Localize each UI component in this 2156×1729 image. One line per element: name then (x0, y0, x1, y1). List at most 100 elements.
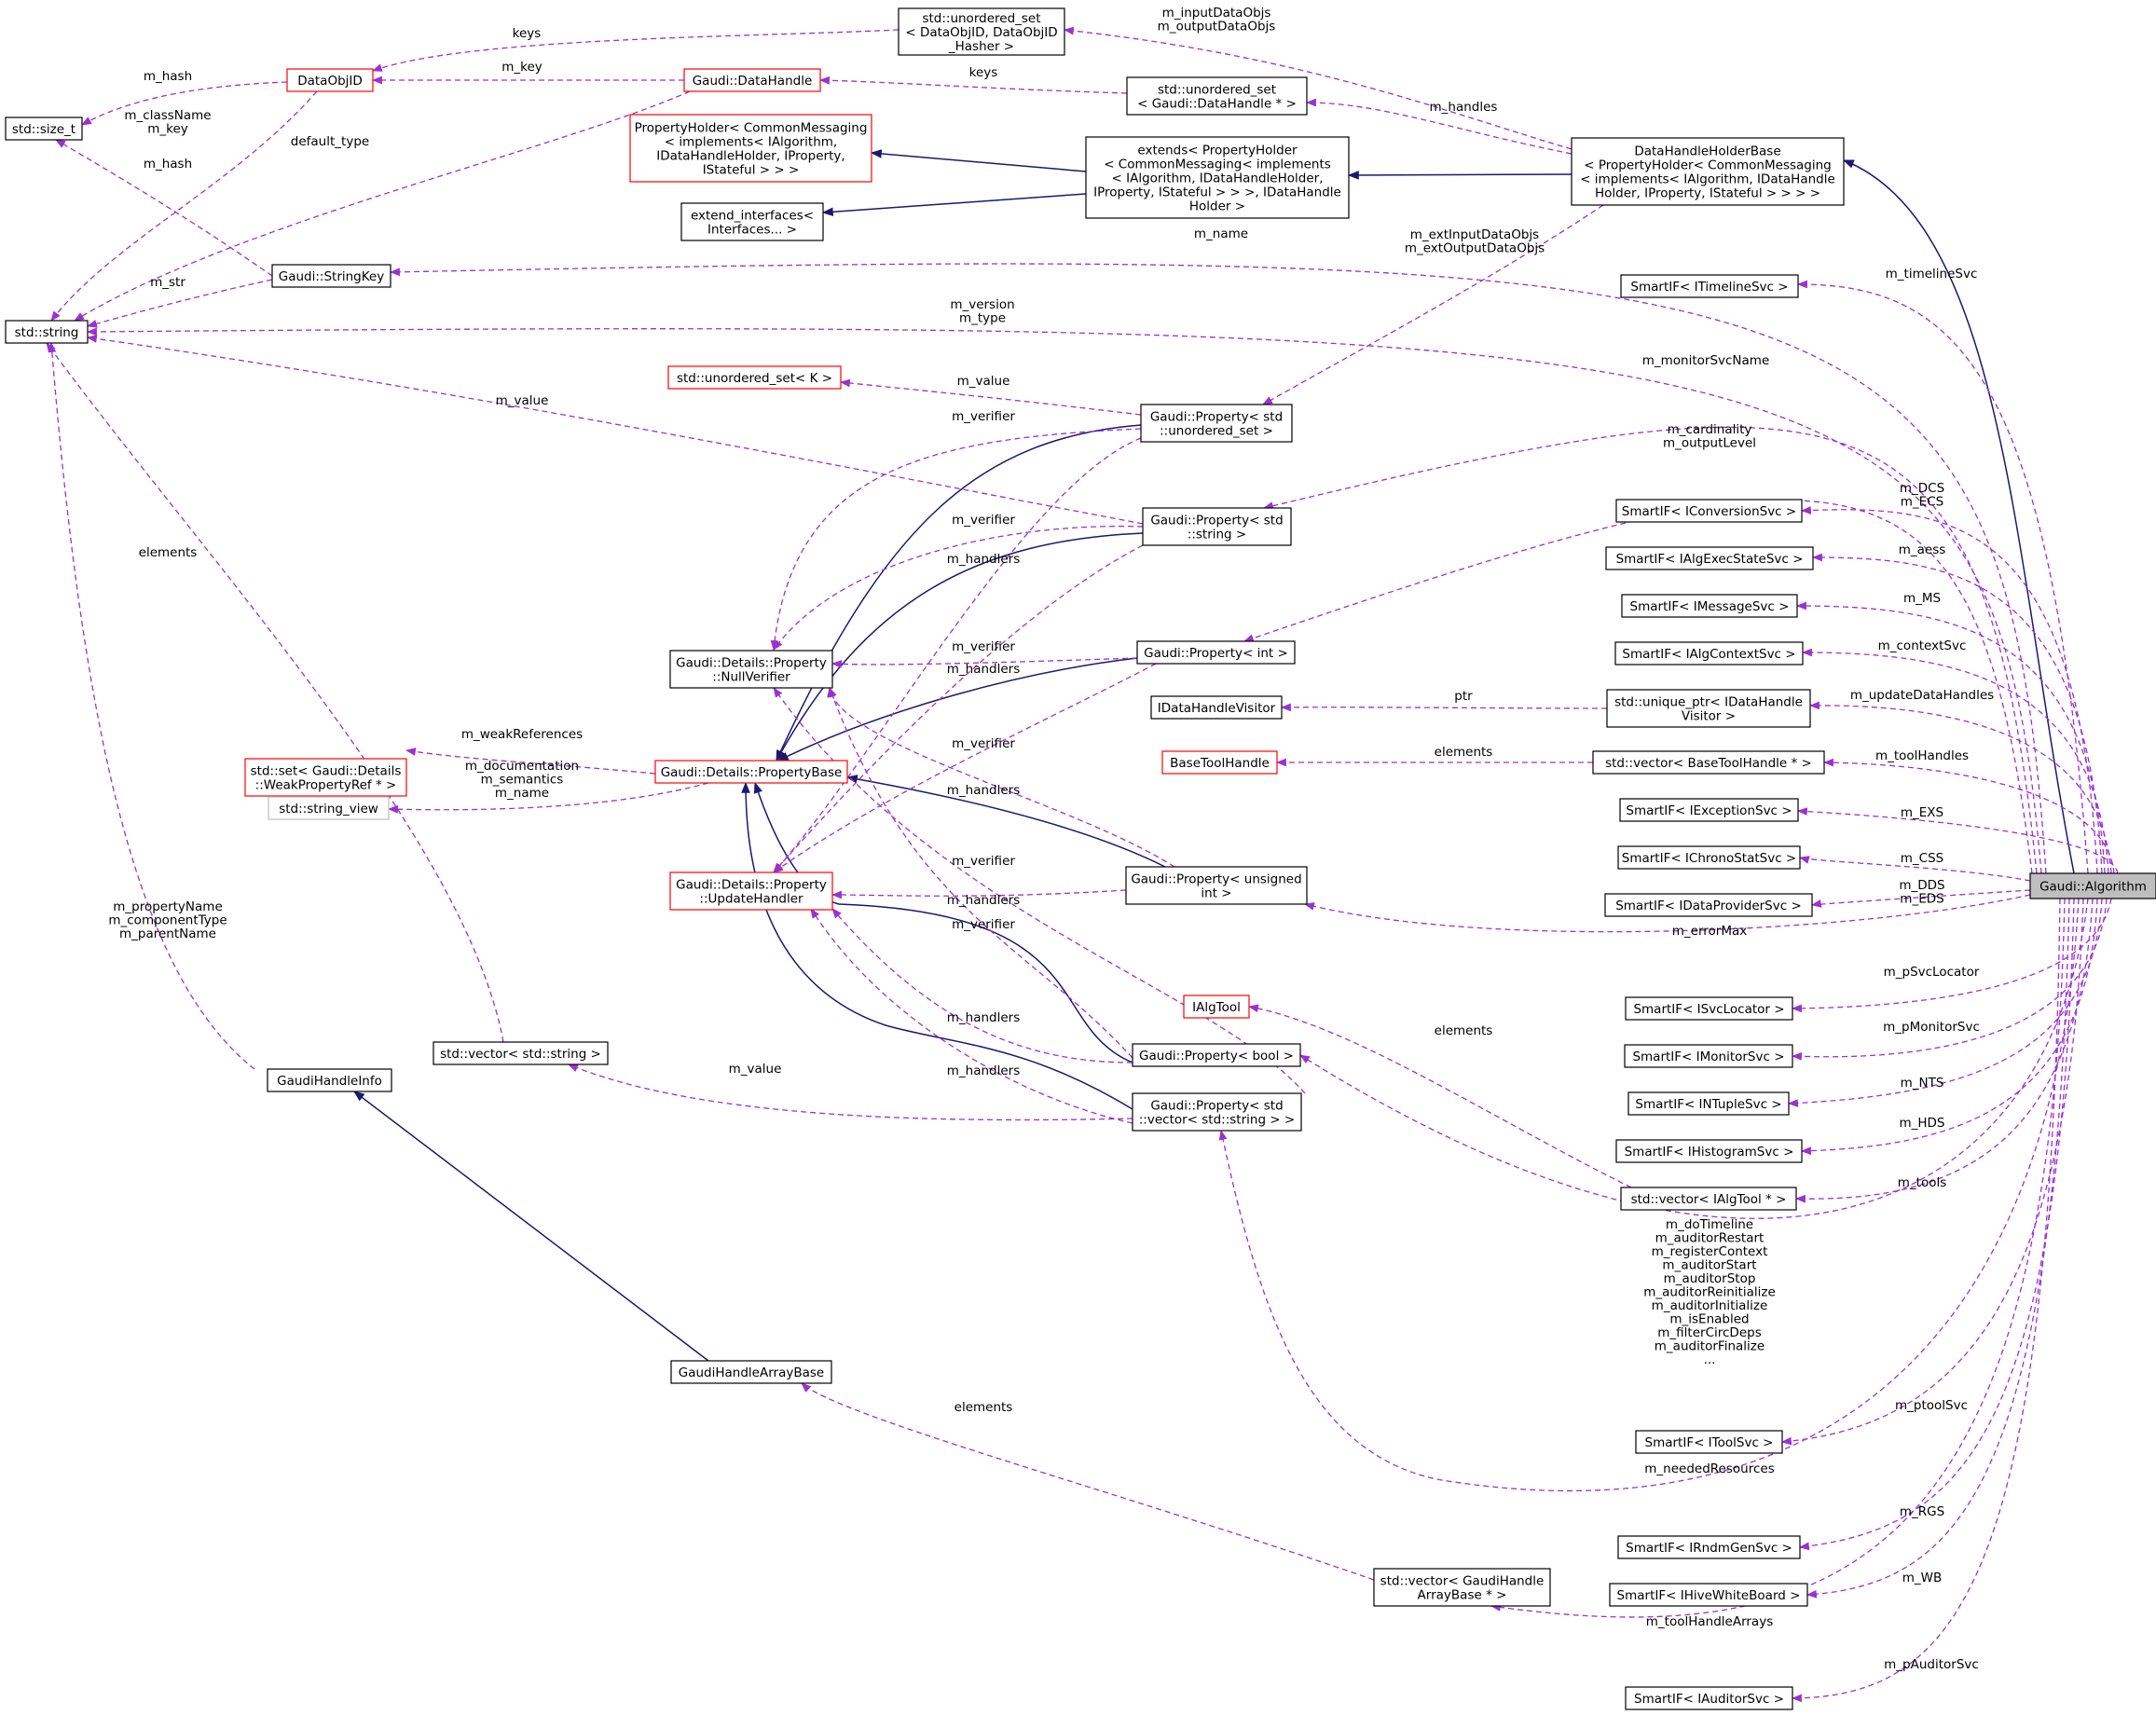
edge-label-toolhandlearrays: m_toolHandleArrays (1646, 1614, 1773, 1629)
node-box (667, 365, 842, 390)
class-node-prop-string[interactable]: Gaudi::Property< std::string > (1142, 507, 1292, 546)
class-node-si-timeline[interactable]: SmartIF< ITimelineSvc > (1620, 274, 1799, 298)
class-node-basetoolhandle[interactable]: BaseToolHandle (1161, 750, 1278, 775)
class-node-set-weak[interactable]: std::set< Gaudi::Details::WeakPropertyRe… (244, 758, 407, 797)
edge-label-documentation: m_documentation (465, 759, 579, 774)
node-label: std::unique_ptr< IDataHandle (1614, 695, 1803, 710)
class-node-si-chrono[interactable]: SmartIF< IChronoStatSvc > (1617, 845, 1801, 870)
node-label: Gaudi::Property< std (1150, 1099, 1283, 1114)
class-node-vec-ghab[interactable]: std::vector< GaudiHandleArrayBase * > (1373, 1568, 1551, 1607)
node-box (1635, 1430, 1783, 1454)
class-node-dataobjid[interactable]: DataObjID (286, 68, 374, 92)
node-label: int > (1201, 886, 1231, 901)
edge-label-exs: m_EXS (1901, 805, 1943, 820)
node-box (654, 760, 848, 784)
class-node-dhhb[interactable]: DataHandleHolderBase< PropertyHolder< Co… (1571, 137, 1845, 206)
node-label: < PropertyHolder< CommonMessaging (1584, 158, 1831, 173)
node-label: IProperty, IStateful > > >, IDataHandle (1093, 185, 1341, 200)
usage-edge (1299, 898, 2089, 1219)
edge-label-ptoolsvc: m_ptoolSvc (1895, 1398, 1968, 1413)
class-node-string[interactable]: std::string (5, 320, 89, 344)
edge-label-mhandles-dh: m_handles (1430, 100, 1498, 115)
node-label: Holder > (1189, 199, 1245, 214)
class-node-si-ntuple[interactable]: SmartIF< INTupleSvc > (1627, 1091, 1790, 1116)
nodes-layer: Gaudi::Algorithm DataHandleHolderBase< Pr… (5, 7, 2156, 1710)
edge-label-elements-str: elements (139, 545, 198, 560)
class-node-prop-bool[interactable]: Gaudi::Property< bool > (1132, 1043, 1301, 1067)
node-box (433, 1041, 609, 1065)
class-node-extend-interfaces[interactable]: extend_interfaces<Interfaces... > (680, 202, 824, 241)
class-node-gaudihandleinfo[interactable]: GaudiHandleInfo (267, 1068, 392, 1092)
class-node-si-exception[interactable]: SmartIF< IExceptionSvc > (1619, 798, 1799, 822)
node-label: SmartIF< IHistogramSvc > (1625, 1145, 1794, 1160)
node-label: ::vector< std::string > > (1139, 1113, 1295, 1128)
node-label: SmartIF< IConversionSvc > (1622, 504, 1796, 519)
usage-edge (1243, 500, 2033, 874)
edges-layer (46, 26, 2119, 1703)
class-node-si-toolsvc[interactable]: SmartIF< IToolSvc > (1635, 1430, 1783, 1454)
class-node-si-histogram[interactable]: SmartIF< IHistogramSvc > (1615, 1139, 1803, 1163)
node-label: < implements< IAlgorithm, (665, 135, 837, 150)
usage-edge (1262, 426, 2038, 874)
class-node-gh-array-base[interactable]: GaudiHandleArrayBase (670, 1360, 832, 1384)
node-label: Gaudi::Property< std (1150, 410, 1283, 425)
class-node-string-view[interactable]: std::string_view (268, 796, 390, 820)
class-node-idhv[interactable]: IDataHandleVisitor (1150, 695, 1283, 720)
usage-edge (1822, 758, 2115, 874)
class-node-si-dataprov[interactable]: SmartIF< IDataProviderSvc > (1604, 893, 1813, 917)
class-node-ph-cm[interactable]: PropertyHolder< CommonMessaging< impleme… (629, 114, 872, 183)
node-box (286, 68, 374, 92)
class-node-si-message[interactable]: SmartIF< IMessageSvc > (1621, 594, 1798, 618)
usage-edge (810, 908, 1133, 1124)
node-label: Gaudi::Details::Property (676, 878, 827, 893)
class-node-si-algexec[interactable]: SmartIF< IAlgExecStateSvc > (1605, 546, 1814, 570)
class-node-prop-uset[interactable]: Gaudi::Property< std::unordered_set > (1140, 404, 1293, 443)
class-node-nullverifier[interactable]: Gaudi::Details::Property::NullVerifier (669, 650, 833, 689)
edge-label-mkey: m_key (501, 60, 542, 75)
class-node-uset-datahandle[interactable]: std::unordered_set< Gaudi::DataHandle * … (1126, 76, 1308, 116)
class-node-updatehandler[interactable]: Gaudi::Details::Property::UpdateHandler (669, 871, 833, 911)
node-box (629, 114, 872, 183)
class-node-si-monitor[interactable]: SmartIF< IMonitorSvc > (1624, 1044, 1793, 1068)
class-node-stringkey[interactable]: Gaudi::StringKey (271, 264, 391, 288)
class-node-si-auditor[interactable]: SmartIF< IAuditorSvc > (1625, 1686, 1793, 1710)
class-node-extends-ph[interactable]: extends< PropertyHolder< CommonMessaging… (1085, 136, 1350, 219)
class-node-uset-k[interactable]: std::unordered_set< K > (667, 365, 842, 390)
class-node-prop-vec-string[interactable]: Gaudi::Property< std::vector< std::strin… (1132, 1092, 1302, 1132)
class-node-ialgtool[interactable]: IAlgTool (1183, 995, 1250, 1019)
class-node-si-rndm[interactable]: SmartIF< IRndmGenSvc > (1617, 1535, 1801, 1559)
usage-edge (1810, 889, 2031, 908)
class-node-vec-string[interactable]: std::vector< std::string > (433, 1041, 609, 1065)
class-node-datahandle[interactable]: Gaudi::DataHandle (683, 68, 821, 92)
edge-label-handlers2: m_handlers (947, 662, 1021, 677)
node-label: IAlgTool (1192, 1000, 1241, 1015)
class-node-uptr-dhv[interactable]: std::unique_ptr< IDataHandleVisitor > (1606, 689, 1811, 728)
node-box (1161, 750, 1278, 775)
usage-edge (50, 90, 318, 322)
class-node-si-algcontext[interactable]: SmartIF< IAlgContextSvc > (1614, 641, 1804, 666)
class-node-uset-dataobjid[interactable]: std::unordered_set< DataObjID, DataObjID… (898, 7, 1065, 56)
class-node-algorithm[interactable]: Gaudi::Algorithm (2029, 872, 2156, 899)
class-node-size-t[interactable]: std::size_t (5, 117, 83, 141)
edge-label-monitorname: m_monitorSvcName (1642, 353, 1770, 368)
node-box (1150, 695, 1283, 720)
edge-label-inout: m_outputDataObjs (1158, 20, 1276, 34)
edge-label-propname: m_componentType (108, 913, 227, 928)
class-node-vec-bth[interactable]: std::vector< BaseToolHandle * > (1592, 750, 1825, 775)
edge-label-tools: m_tools (1898, 1175, 1947, 1190)
node-label: std::string (15, 325, 79, 340)
node-label: ::WeakPropertyRef * > (255, 778, 397, 793)
node-label: BaseToolHandle (1170, 756, 1270, 771)
class-node-si-conversion[interactable]: SmartIF< IConversionSvc > (1615, 499, 1803, 523)
node-label: DataHandleHolderBase (1634, 144, 1780, 159)
usage-edge (1800, 506, 2098, 874)
node-box (1142, 507, 1292, 546)
class-node-propertybase[interactable]: Gaudi::Details::PropertyBase (654, 760, 848, 784)
class-node-vec-ialgtool[interactable]: std::vector< IAlgTool * > (1620, 1187, 1797, 1211)
class-node-si-svcloc[interactable]: SmartIF< ISvcLocator > (1625, 996, 1793, 1021)
node-box (1592, 750, 1825, 775)
class-node-prop-int[interactable]: Gaudi::Property< int > (1136, 640, 1296, 665)
class-node-si-hivewb[interactable]: SmartIF< IHiveWhiteBoard > (1609, 1583, 1808, 1607)
node-box (680, 202, 824, 241)
